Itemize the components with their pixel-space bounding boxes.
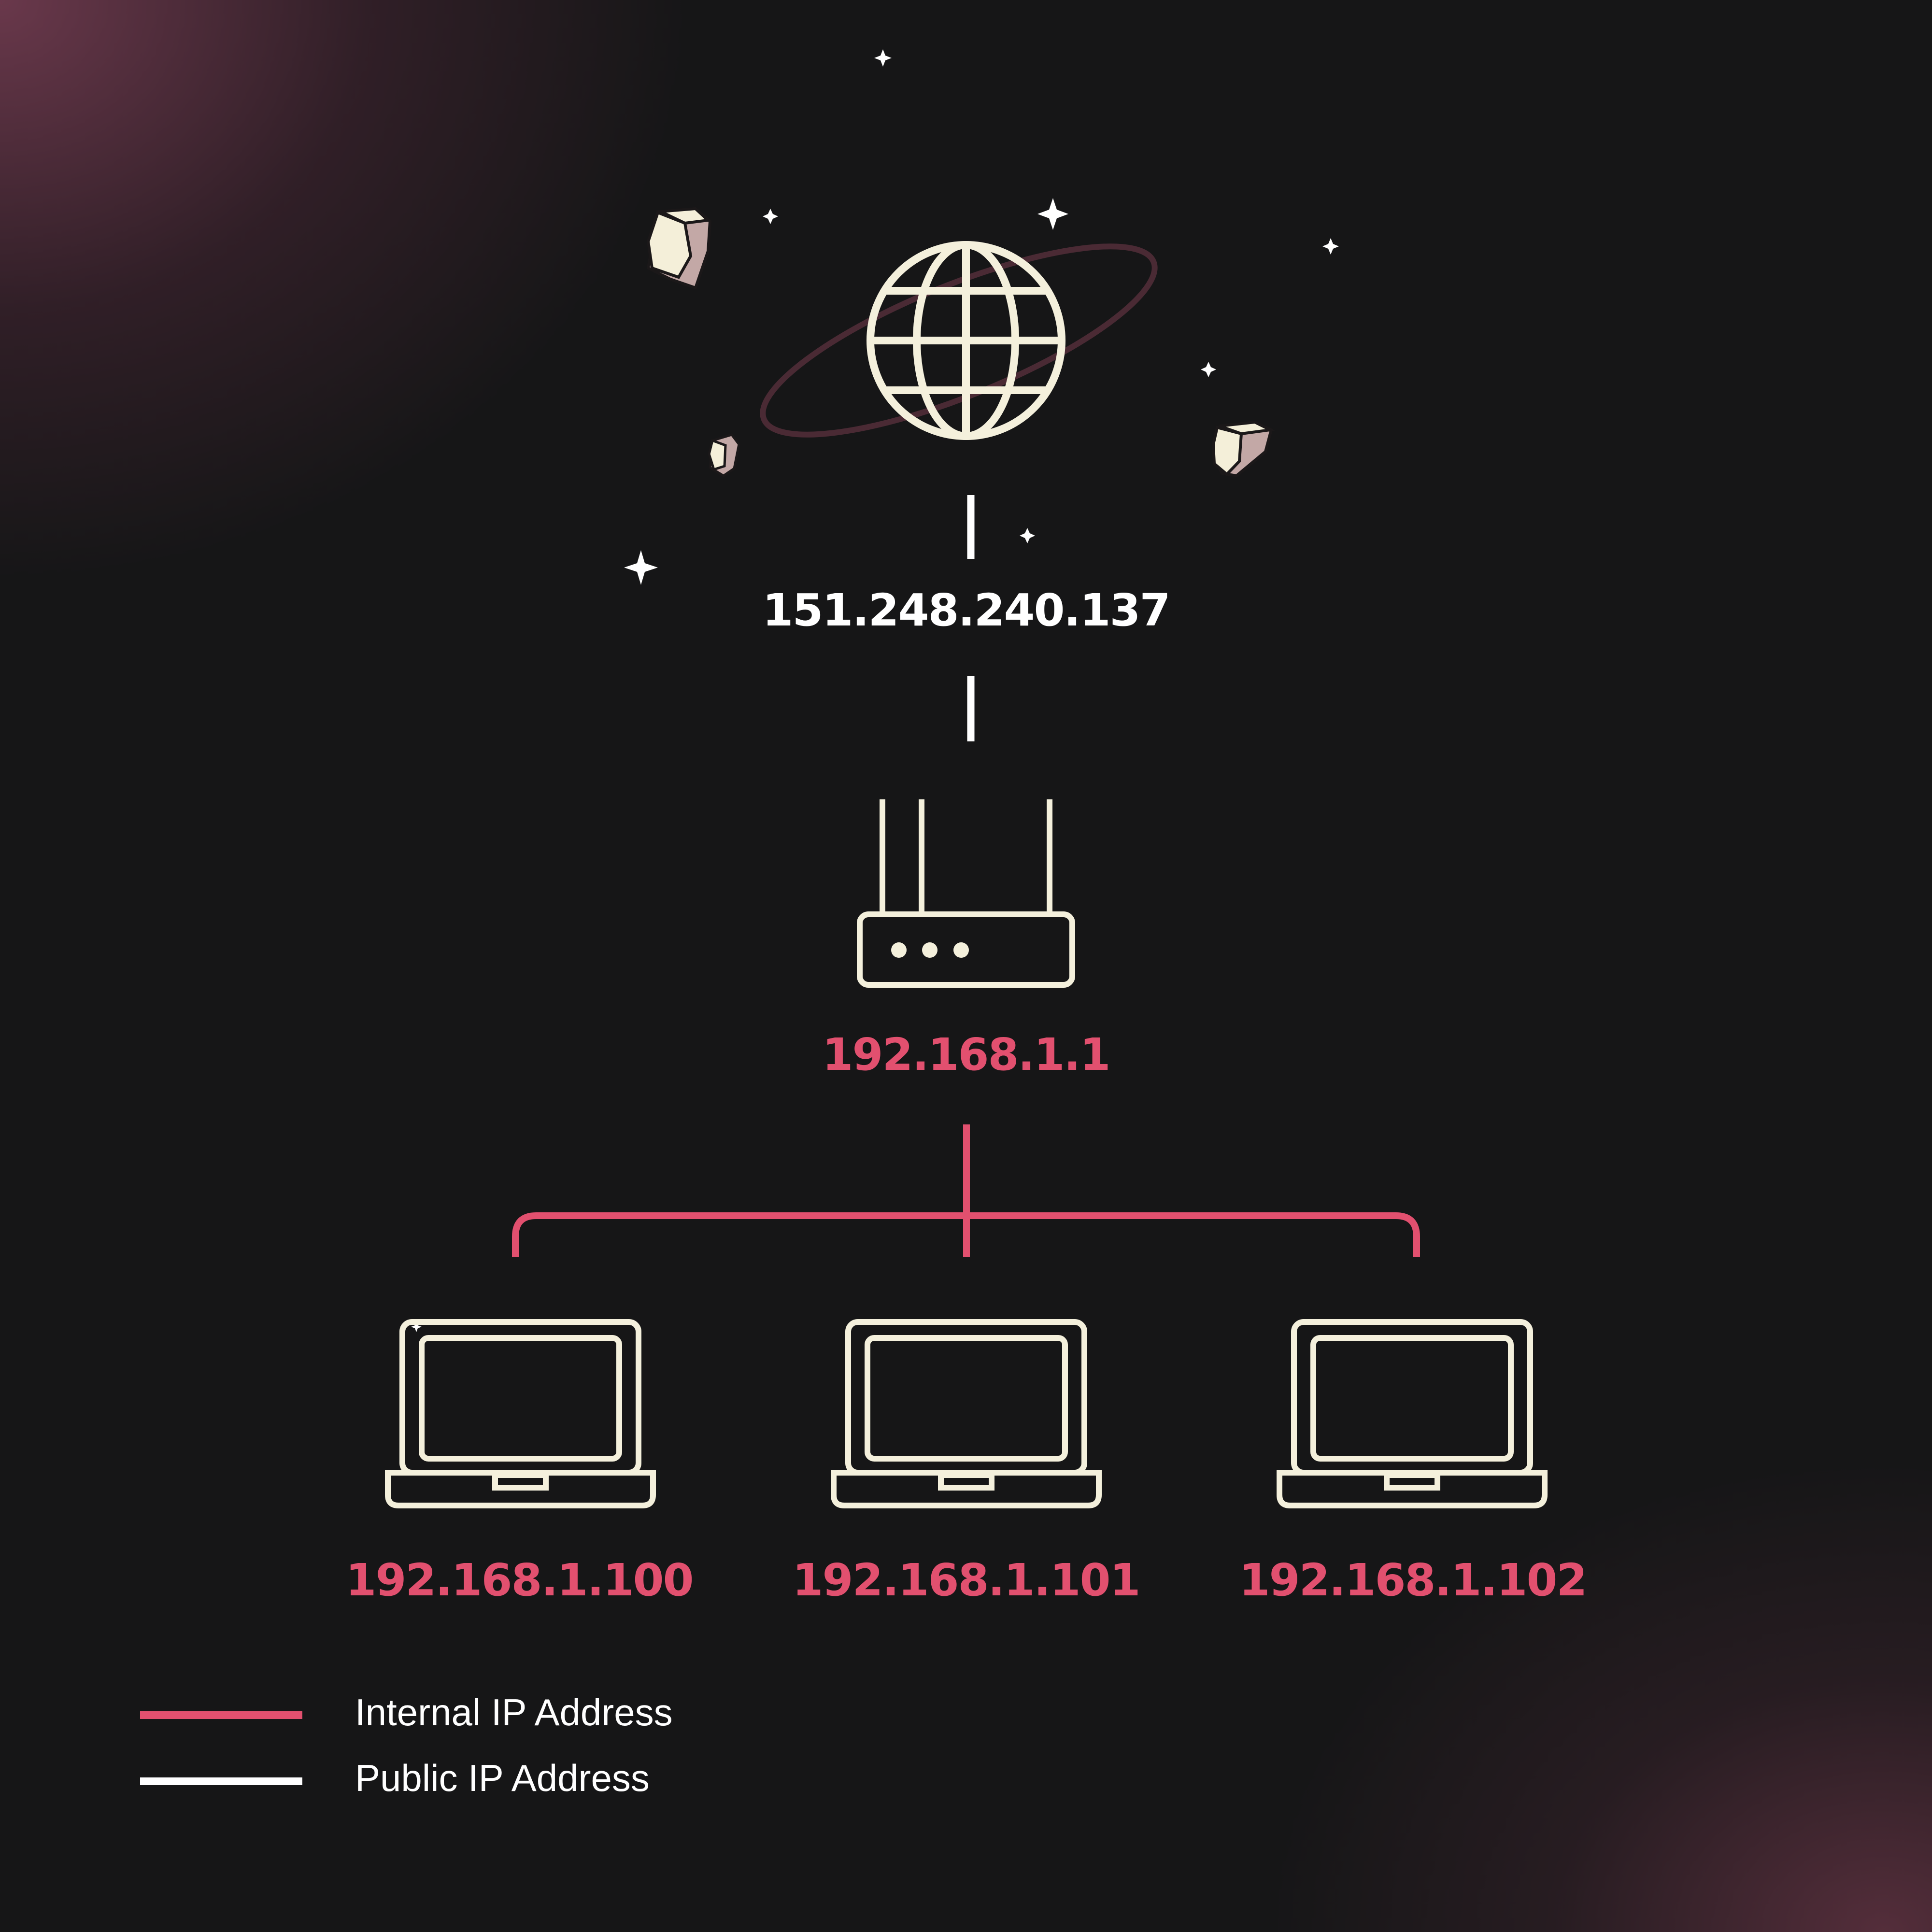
globe-icon: [867, 241, 1065, 440]
star: [1322, 238, 1339, 255]
stars: [411, 49, 1339, 1332]
legend-internal-label: Internal IP Address: [355, 1691, 673, 1733]
rock: [1211, 420, 1276, 478]
star: [874, 49, 892, 67]
laptop-icon: [385, 1319, 656, 1508]
rock: [708, 433, 740, 477]
star: [1020, 528, 1035, 543]
router-ip-label: 192.168.1.1: [822, 1029, 1111, 1080]
laptop-ip-label: 192.168.1.100: [345, 1554, 694, 1606]
laptop-ip-label: 192.168.1.101: [792, 1554, 1141, 1606]
star: [1037, 198, 1068, 230]
laptop-ip-label: 192.168.1.102: [1239, 1554, 1588, 1606]
router-icon: [857, 799, 1075, 988]
legend-public-label: Public IP Address: [355, 1757, 650, 1799]
laptop-icon: [1277, 1319, 1548, 1508]
internal-links: [512, 1124, 1420, 1257]
legend-public-swatch: [140, 1777, 302, 1785]
legend-internal-swatch: [140, 1711, 302, 1719]
public-ip-label: 151.248.240.137: [762, 584, 1170, 636]
laptop-icon: [831, 1319, 1102, 1508]
rock: [646, 207, 712, 290]
star: [1201, 362, 1216, 377]
star: [624, 550, 658, 585]
star: [763, 209, 778, 224]
star: [411, 1321, 422, 1332]
